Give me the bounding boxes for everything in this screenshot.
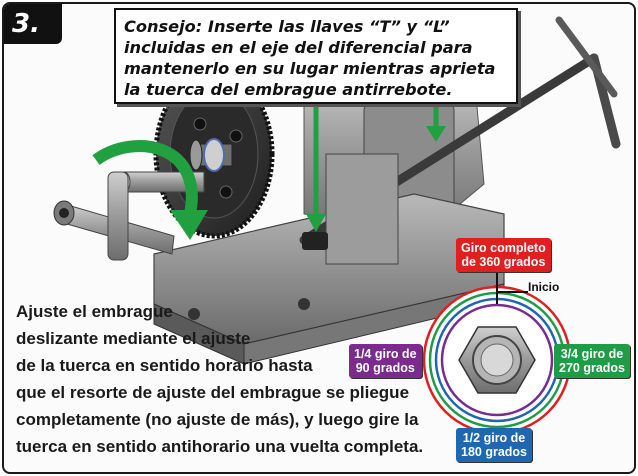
tip-callout: Consejo: Inserte las llaves “T” y “L” in… xyxy=(114,8,518,104)
rotation-arrow xyxy=(92,140,198,216)
instruction-line: tuerca en sentido antihorario una vuelta… xyxy=(16,437,424,456)
mount-bracket xyxy=(325,153,399,265)
full-turn-label: Giro completo de 360 grados xyxy=(456,238,551,272)
instruction-text: Ajuste el embrague deslizante mediante e… xyxy=(16,298,456,460)
instruction-line: deslizante mediante el ajuste xyxy=(16,329,251,348)
step-number: 3. xyxy=(4,4,62,44)
instruction-line: de la tuerca en sentido horario hasta xyxy=(16,356,313,375)
half-turn-label: 1/2 giro de 180 grados xyxy=(456,428,533,462)
instruction-line: que el resorte de ajuste del embrague se… xyxy=(16,383,410,402)
nut-turn-diagram xyxy=(422,272,572,435)
start-label: Inicio xyxy=(528,280,560,294)
instruction-line: completamente (no ajuste de más), y lueg… xyxy=(16,410,419,429)
turn-circle-90 xyxy=(440,303,554,417)
three-quarter-turn-label: 3/4 giro de 270 grados xyxy=(554,344,631,378)
assembly-illustration xyxy=(53,16,621,435)
quarter-turn-label: 1/4 giro de 90 grados xyxy=(349,344,422,378)
instruction-line: Ajuste el embrague xyxy=(16,302,173,321)
